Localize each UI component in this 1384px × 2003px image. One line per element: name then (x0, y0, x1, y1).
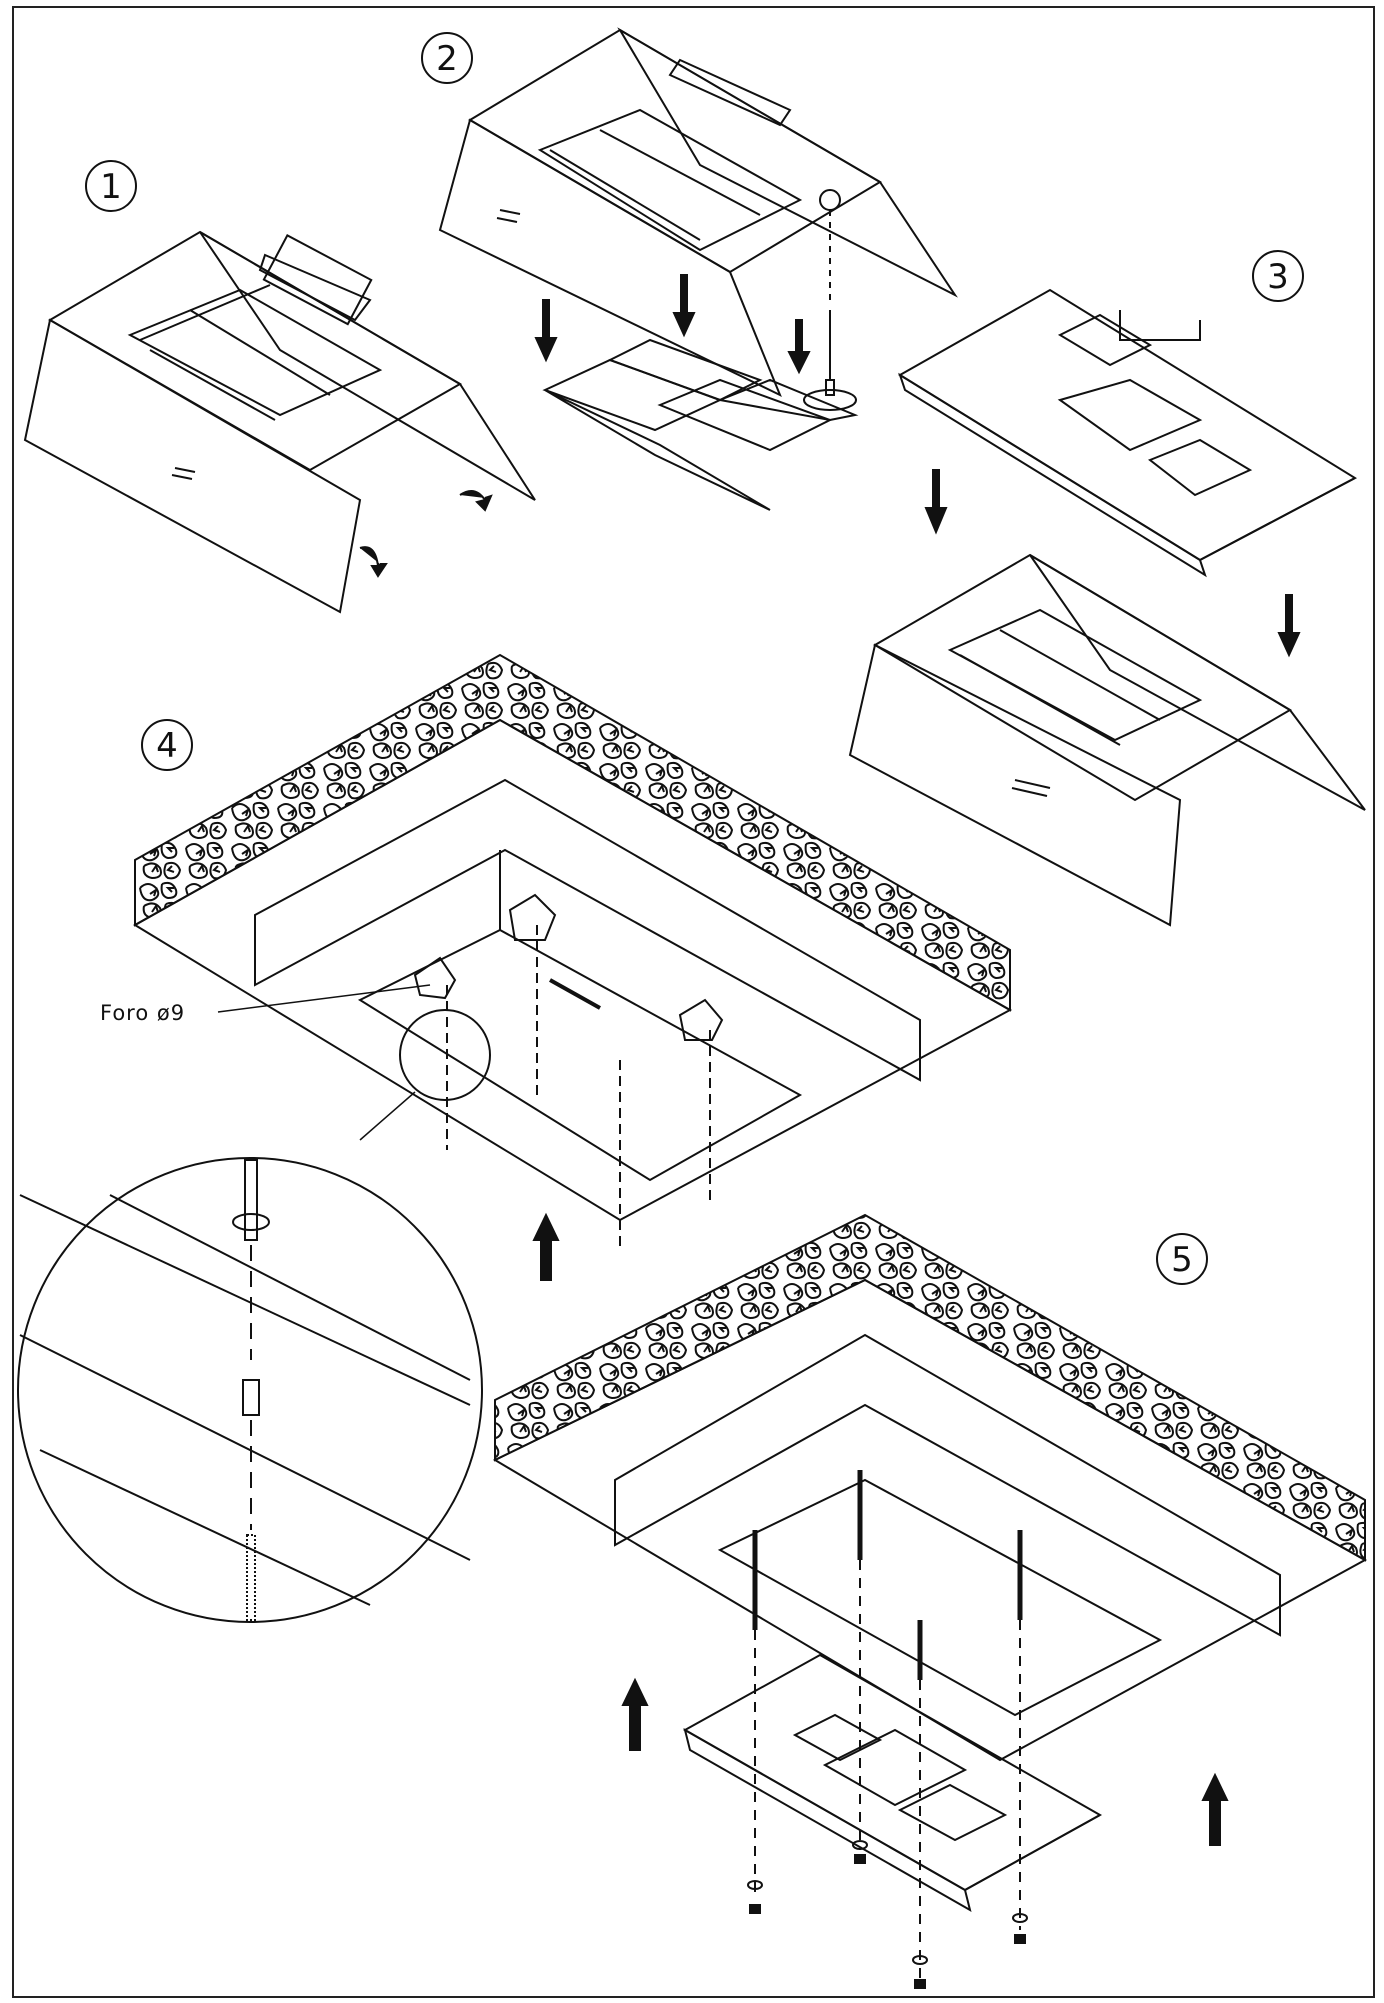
step-4: 4 Foro ø9 (17, 653, 1013, 1623)
rotate-arrow-icon (359, 546, 388, 578)
step-2-number: 2 (436, 39, 458, 79)
step-4-marker (141, 719, 193, 771)
step-1-marker (85, 160, 137, 212)
hood-body-drawing (848, 553, 1366, 927)
screwdriver-icon (803, 189, 857, 411)
step-3-marker (1252, 250, 1304, 302)
up-arrow-icon (1201, 1772, 1229, 1846)
hole-leader-line (217, 984, 431, 1013)
stone-texture (494, 1213, 1366, 1562)
down-arrow-icon (672, 274, 696, 338)
detail-magnifier (17, 1157, 483, 1623)
down-arrow-icon (1277, 594, 1301, 658)
mounting-plate-drawing (682, 1653, 1103, 1913)
detail-connector (359, 1091, 416, 1141)
ceiling-drawing (492, 1213, 1368, 1762)
step-5-marker (1156, 1233, 1208, 1285)
step-4-number: 4 (156, 726, 178, 766)
anchor-bolts (399, 893, 724, 1250)
step-3-number: 3 (1267, 257, 1289, 297)
step-5: 5 (492, 1213, 1368, 1989)
down-arrow-icon (787, 319, 811, 375)
filter-panels (542, 338, 859, 511)
ceiling-drawing (133, 653, 1013, 1222)
down-arrow-icon (534, 299, 558, 363)
stone-texture (134, 653, 1011, 1012)
step-2-marker (421, 32, 473, 84)
hood-filter-removal-drawing (438, 27, 958, 398)
step-3: 3 (848, 250, 1366, 927)
down-arrow-icon (924, 469, 948, 535)
hole-label: Foro ø9 (100, 1001, 185, 1025)
rotate-arrow-icon (459, 490, 493, 512)
up-arrow-icon (621, 1677, 649, 1751)
motor-plate-drawing (898, 288, 1358, 578)
threaded-rods (747, 1470, 1028, 1989)
page-border (12, 6, 1375, 1998)
up-arrow-icon (532, 1212, 560, 1281)
step-2: 2 (421, 27, 958, 511)
step-5-number: 5 (1171, 1240, 1193, 1280)
step-1: 1 (23, 160, 536, 614)
step-1-number: 1 (100, 167, 122, 207)
hood-open-drawing (23, 230, 536, 614)
